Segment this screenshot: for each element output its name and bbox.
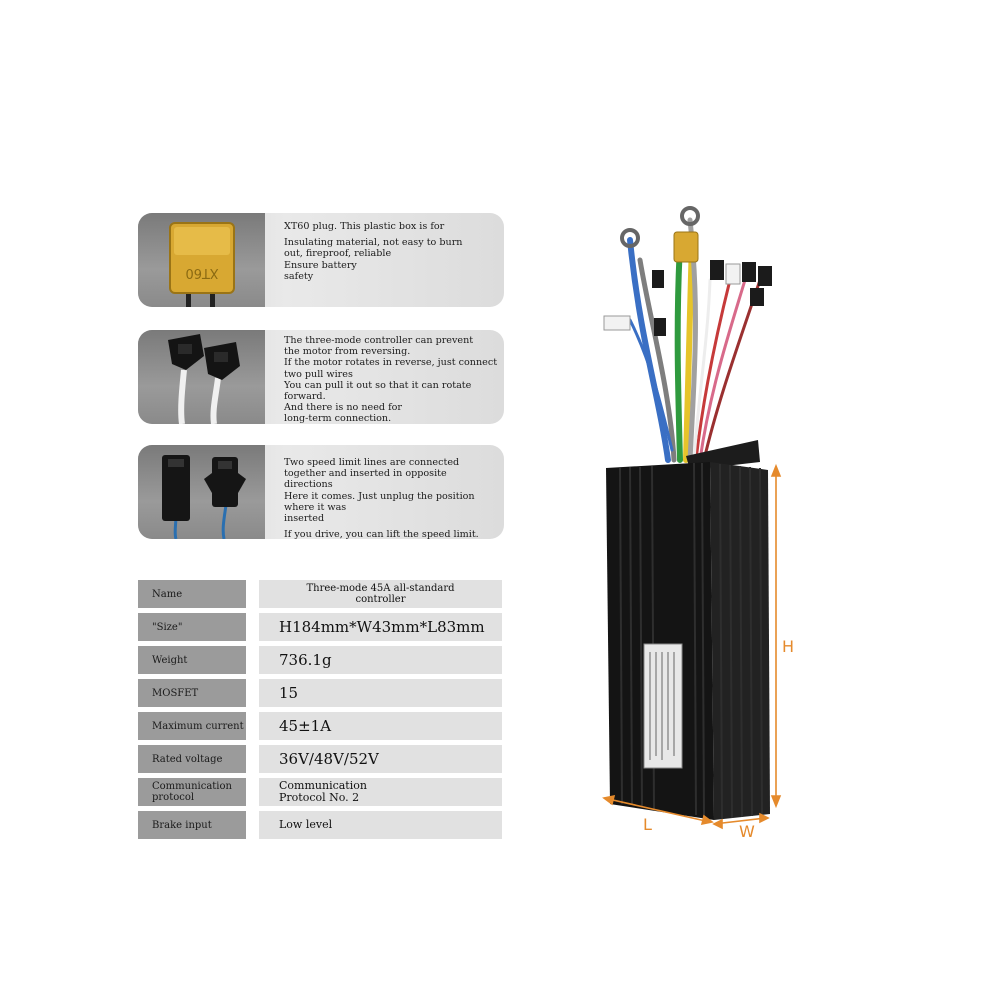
feature-text: Here it comes. Just unplug the position … <box>284 490 475 525</box>
spec-key: MOSFET <box>138 679 246 707</box>
feature-text: Two speed limit lines are connected toge… <box>284 457 460 491</box>
feature-text: XT60 plug. This plastic box is for <box>284 221 445 232</box>
spec-value: H184mm*W43mm*L83mm <box>259 613 502 641</box>
spec-row-mosfet: MOSFET 15 <box>138 679 502 707</box>
spec-value: Three-mode 45A all-standard controller <box>259 580 502 608</box>
spec-value: 15 <box>259 679 502 707</box>
spec-row-size: "Size" H184mm*W43mm*L83mm <box>138 613 502 641</box>
dimension-length-label: L <box>643 815 652 834</box>
spec-key: Brake input <box>138 811 246 839</box>
feature-text: You can pull it out so that it can rotat… <box>284 379 472 403</box>
feature-panel-xt60: XT60 XT60 plug. This plastic box is for … <box>138 213 504 307</box>
feature-panel-reverse: The three-mode controller can prevent th… <box>138 330 504 424</box>
feature-text: If you drive, you can lift the speed lim… <box>284 529 479 539</box>
dimension-height-label: H <box>782 637 795 656</box>
feature-text: Ensure battery safety <box>284 259 357 282</box>
spec-key: "Size" <box>138 613 246 641</box>
spec-value: 736.1g <box>259 646 502 674</box>
controller-image <box>602 206 782 830</box>
spec-row-max-current: Maximum current 45±1A <box>138 712 502 740</box>
pull-wire-connector-icon <box>138 330 265 424</box>
spec-key: Name <box>138 580 246 608</box>
xt60-plug-icon: XT60 <box>138 213 265 307</box>
spec-key: Maximum current <box>138 712 246 740</box>
feature-text: And there is no need for long-term conne… <box>284 402 403 424</box>
speed-limit-connector-icon <box>138 445 265 539</box>
spec-key: Rated voltage <box>138 745 246 773</box>
spec-row-brake-input: Brake input Low level <box>138 811 502 839</box>
spec-row-weight: Weight 736.1g <box>138 646 502 674</box>
spec-value: Communication Protocol No. 2 <box>259 778 502 806</box>
feature-text: Insulating material, not easy to burn ou… <box>284 237 463 260</box>
spec-row-name: Name Three-mode 45A all-standard control… <box>138 580 502 608</box>
spec-value: Low level <box>259 811 502 839</box>
dimension-width-label: W <box>739 822 755 841</box>
spec-value: 45±1A <box>259 712 502 740</box>
feature-text: If the motor rotates in reverse, just co… <box>284 357 498 380</box>
spec-key: Weight <box>138 646 246 674</box>
spec-value: 36V/48V/52V <box>259 745 502 773</box>
spec-key: Communication protocol <box>138 778 246 806</box>
spec-row-protocol: Communication protocol Communication Pro… <box>138 778 502 806</box>
spec-row-rated-voltage: Rated voltage 36V/48V/52V <box>138 745 502 773</box>
xt60-plug-label: XT60 <box>185 265 218 280</box>
feature-text: The three-mode controller can prevent th… <box>284 335 474 358</box>
feature-panel-speed-limit: Two speed limit lines are connected toge… <box>138 445 504 539</box>
